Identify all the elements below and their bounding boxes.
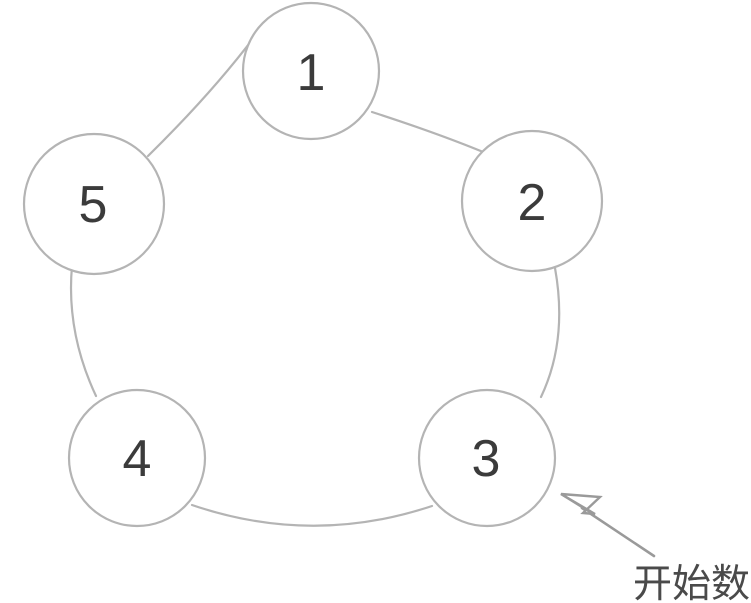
- node-group: 1 2 3 4 5: [22, 1, 604, 528]
- node-4-label: 4: [123, 430, 152, 488]
- annotation-arrow-head-inner-icon: [560, 492, 591, 514]
- node-4[interactable]: 4: [67, 388, 207, 528]
- node-5-label: 5: [79, 176, 108, 234]
- link-1-to-2: [370, 110, 490, 156]
- node-3-label: 3: [472, 430, 501, 488]
- link-5-to-1: [146, 34, 257, 158]
- node-1-circle[interactable]: [241, 1, 381, 141]
- annotation-arrow-shaft: [580, 506, 656, 558]
- node-2-label: 2: [518, 174, 547, 232]
- node-2[interactable]: 2: [460, 129, 604, 273]
- start-annotation: [560, 492, 656, 558]
- node-3-circle[interactable]: [417, 388, 557, 528]
- link-4-to-5: [69, 264, 98, 398]
- link-group: [69, 34, 561, 527]
- node-1-label: 1: [297, 44, 326, 102]
- link-2-to-3: [539, 266, 561, 399]
- node-4-circle[interactable]: [67, 388, 207, 528]
- node-1[interactable]: 1: [241, 1, 381, 141]
- link-3-to-4: [190, 503, 434, 527]
- node-3[interactable]: 3: [417, 388, 557, 528]
- annotation-label: 开始数: [633, 562, 750, 603]
- node-5[interactable]: 5: [22, 132, 166, 276]
- node-5-circle[interactable]: [22, 132, 166, 276]
- node-2-circle[interactable]: [460, 129, 604, 273]
